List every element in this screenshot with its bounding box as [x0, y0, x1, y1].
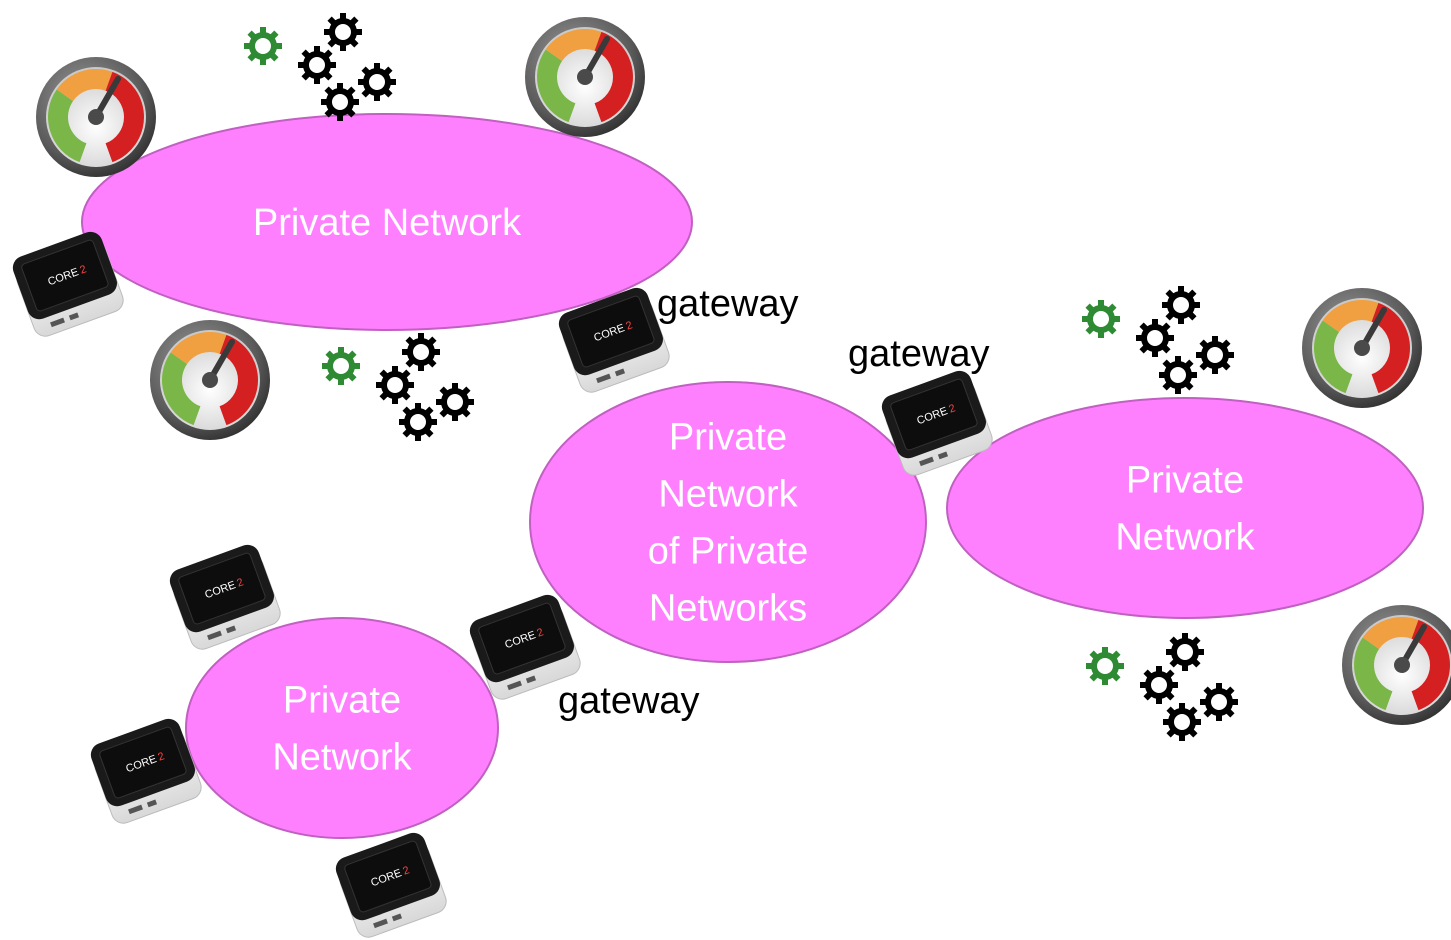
network-label-line: Network — [658, 474, 798, 516]
speedometer-gauge-icon — [150, 320, 270, 440]
network-ellipse — [946, 397, 1424, 619]
gateway-label-top: gateway — [657, 283, 799, 325]
speedometer-gauge-icon — [1302, 288, 1422, 408]
gateway-label-bottom: gateway — [558, 680, 700, 722]
network-ellipse — [81, 113, 693, 331]
speedometer-gauge-icon — [1342, 605, 1451, 725]
network-label-line: Private — [283, 680, 401, 722]
network-label-line: Private — [1126, 460, 1244, 502]
network-label-line: Network — [1115, 517, 1255, 559]
network-ellipse — [185, 617, 499, 839]
network-label-line: Networks — [649, 588, 807, 630]
device-label-accent: 2 — [947, 402, 957, 415]
network-label-line: Private Network — [253, 202, 522, 244]
device-label-accent: 2 — [235, 576, 245, 589]
device-label-accent: 2 — [78, 263, 88, 276]
gears-cluster-icon — [1082, 286, 1234, 394]
private-network-top: Private Network — [81, 113, 693, 331]
device-label-accent: 2 — [401, 864, 411, 877]
network-label-line: Private — [669, 417, 787, 459]
network-ellipse — [529, 381, 927, 663]
gears-cluster-icon — [322, 333, 474, 441]
device-label-accent: 2 — [156, 750, 166, 763]
gears-cluster-icon — [244, 13, 396, 121]
gateway-label-right: gateway — [848, 333, 990, 375]
network-label-line: Network — [272, 737, 412, 779]
gears-cluster-icon — [1086, 633, 1238, 741]
device-label-accent: 2 — [535, 626, 545, 639]
device-label-accent: 2 — [624, 319, 634, 332]
speedometer-gauge-icon — [36, 57, 156, 177]
speedometer-gauge-icon — [525, 17, 645, 137]
network-label-line: of Private — [648, 531, 809, 573]
